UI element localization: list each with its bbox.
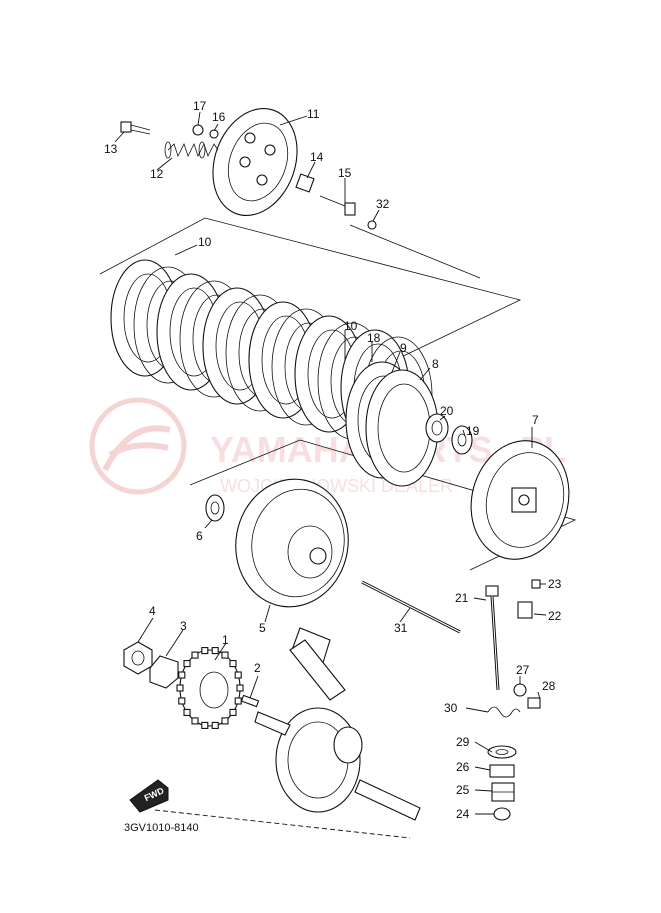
callout-19: 19 <box>466 424 480 438</box>
push-lever-21 <box>485 585 500 691</box>
lock-washer-19 <box>451 425 473 455</box>
gear-tooth <box>234 671 242 679</box>
callout-31: 31 <box>394 621 408 635</box>
thrust-washer-6 <box>205 494 225 522</box>
spring-30 <box>487 706 521 718</box>
screw-23 <box>531 579 541 589</box>
callout-8: 8 <box>432 357 439 371</box>
gear-tooth <box>234 697 242 705</box>
part-26 <box>489 764 515 778</box>
document-id: 3GV1010-8140 <box>124 822 199 834</box>
callout-32: 32 <box>376 197 390 211</box>
pressure-plate <box>212 107 298 217</box>
gear-tooth <box>183 660 191 668</box>
part-29 <box>487 745 517 759</box>
gear-tooth <box>178 671 186 679</box>
gear-tooth <box>191 717 199 725</box>
washer-27 <box>513 683 527 697</box>
callout-21: 21 <box>455 591 469 605</box>
callout-24: 24 <box>456 807 470 821</box>
nut-20 <box>425 413 449 443</box>
crankshaft <box>254 627 421 821</box>
callout-13: 13 <box>104 142 118 156</box>
callout-12: 12 <box>150 167 164 181</box>
callout-16: 16 <box>212 110 226 124</box>
gear-tooth <box>201 721 209 729</box>
callout-20: 20 <box>440 404 454 418</box>
forward-direction-badge: FWD <box>129 779 169 813</box>
push-plate-14 <box>295 173 315 193</box>
callout-14: 14 <box>310 150 324 164</box>
callout-29: 29 <box>456 735 470 749</box>
ball-32 <box>367 220 377 230</box>
gear-tooth <box>229 660 237 668</box>
callout-23: 23 <box>548 577 562 591</box>
friction-plate-stack <box>110 259 439 487</box>
clutch-boss-7 <box>470 440 570 560</box>
callout-11: 11 <box>307 107 320 121</box>
primary-drive-gear-1 <box>176 647 244 729</box>
watermark-logo <box>89 397 187 495</box>
callout-10-top: 10 <box>198 235 212 249</box>
lock-washer-3 <box>149 655 179 689</box>
callout-25: 25 <box>456 783 470 797</box>
callout-30: 30 <box>444 701 458 715</box>
bolt-28 <box>527 697 541 709</box>
gear-tooth <box>236 684 244 692</box>
callout-15: 15 <box>338 166 352 180</box>
callout-2: 2 <box>254 661 261 675</box>
gear-tooth <box>191 651 199 659</box>
clutch-spring <box>164 141 219 159</box>
key-2 <box>240 694 260 708</box>
callout-labels: 1 2 3 4 5 6 7 8 9 10 10 11 12 13 14 15 1… <box>104 99 562 821</box>
nut-4 <box>123 641 153 675</box>
push-rod-15 <box>319 195 356 216</box>
part-24 <box>493 807 511 821</box>
callout-5: 5 <box>259 621 266 635</box>
gear-tooth <box>229 708 237 716</box>
push-rod-31 <box>361 580 461 634</box>
clutch-housing-5 <box>235 478 349 608</box>
callout-27: 27 <box>516 663 530 677</box>
callout-22: 22 <box>548 609 562 623</box>
callout-4: 4 <box>149 604 156 618</box>
callout-6: 6 <box>196 529 203 543</box>
gear-tooth <box>201 647 209 655</box>
bearing-25 <box>491 782 515 802</box>
leader-lines <box>114 111 547 815</box>
gear-tooth <box>176 684 184 692</box>
gear-tooth <box>211 647 219 655</box>
callout-10-bottom: 10 <box>344 319 358 333</box>
callout-1: 1 <box>222 633 229 647</box>
gear-tooth <box>221 717 229 725</box>
callout-7: 7 <box>532 413 539 427</box>
callout-17: 17 <box>193 99 207 113</box>
washers-16-17 <box>192 124 219 139</box>
bracket-22 <box>517 601 533 619</box>
callout-28: 28 <box>542 679 556 693</box>
gear-tooth <box>211 721 219 729</box>
bolt-13 <box>120 121 151 135</box>
gear-tooth <box>178 697 186 705</box>
gear-tooth <box>183 708 191 716</box>
callout-3: 3 <box>180 619 187 633</box>
callout-9: 9 <box>400 341 407 355</box>
callout-26: 26 <box>456 760 470 774</box>
gear-tooth <box>221 651 229 659</box>
callout-18: 18 <box>367 331 381 345</box>
